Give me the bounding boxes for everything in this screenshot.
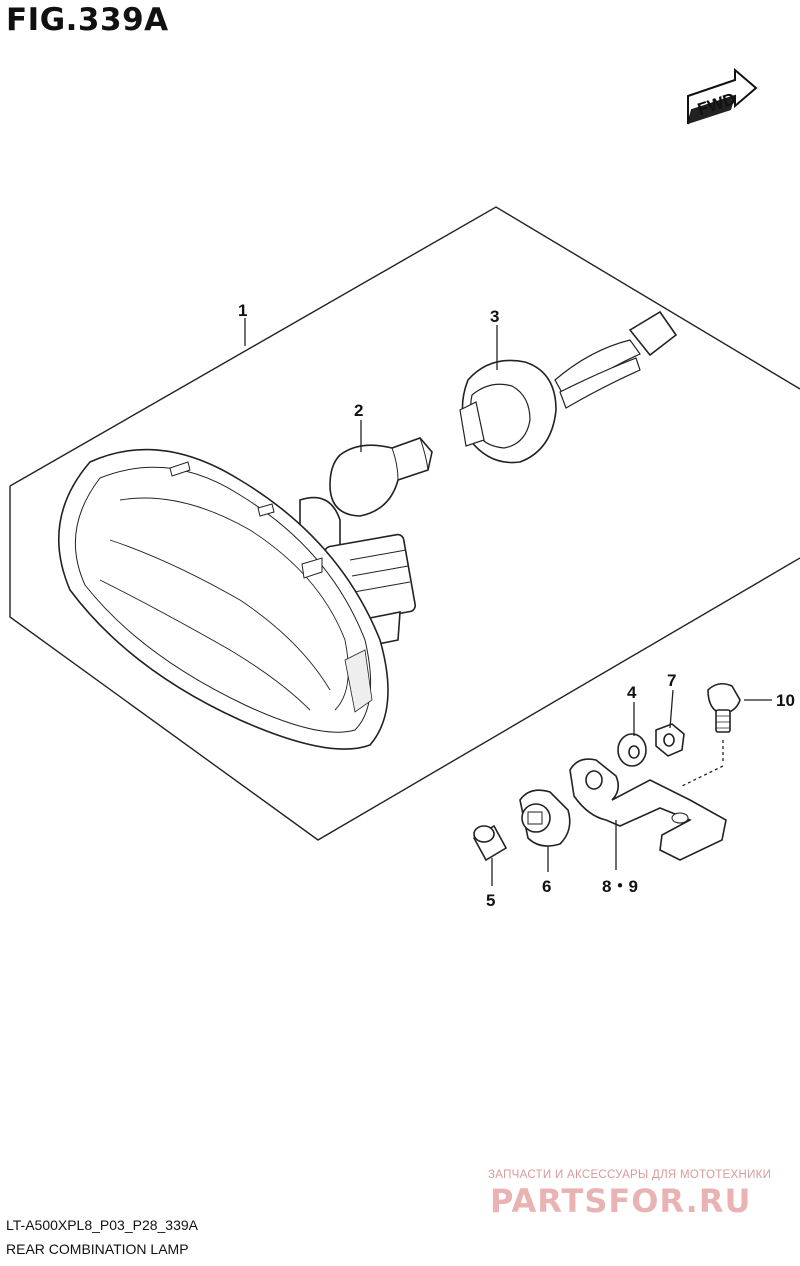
callout-8-9: 8・9 <box>602 877 638 896</box>
callout-10: 10 <box>776 691 795 710</box>
callout-7: 7 <box>667 671 676 690</box>
watermark-brand: PARTSFOR.RU <box>490 1182 752 1220</box>
callout-6: 6 <box>542 877 551 896</box>
bulb <box>329 437 433 517</box>
washer <box>617 733 647 767</box>
leader-lines <box>244 318 772 886</box>
figure-title: FIG.339A <box>6 2 169 38</box>
assembly-outline <box>9 206 800 487</box>
watermark-tagline: ЗАПЧАСТИ И АКСЕССУАРЫ ДЛЯ МОТОТЕХНИКИ <box>488 1169 772 1181</box>
diagram-code: LT-A500XPL8_P03_P28_339A <box>6 1217 199 1233</box>
lamp-housing <box>57 448 417 750</box>
socket <box>459 310 678 464</box>
callout-5: 5 <box>486 891 495 910</box>
nut <box>655 723 685 757</box>
bracket <box>569 758 727 861</box>
collar <box>472 824 508 862</box>
callout-1: 1 <box>238 301 247 320</box>
fwd-arrow-icon: FWD <box>687 67 758 125</box>
diagram-name: REAR COMBINATION LAMP <box>6 1241 189 1257</box>
callout-4: 4 <box>627 683 637 702</box>
bolt <box>707 682 741 733</box>
grommet <box>519 789 571 847</box>
callout-2: 2 <box>354 401 363 420</box>
callout-3: 3 <box>490 307 499 326</box>
